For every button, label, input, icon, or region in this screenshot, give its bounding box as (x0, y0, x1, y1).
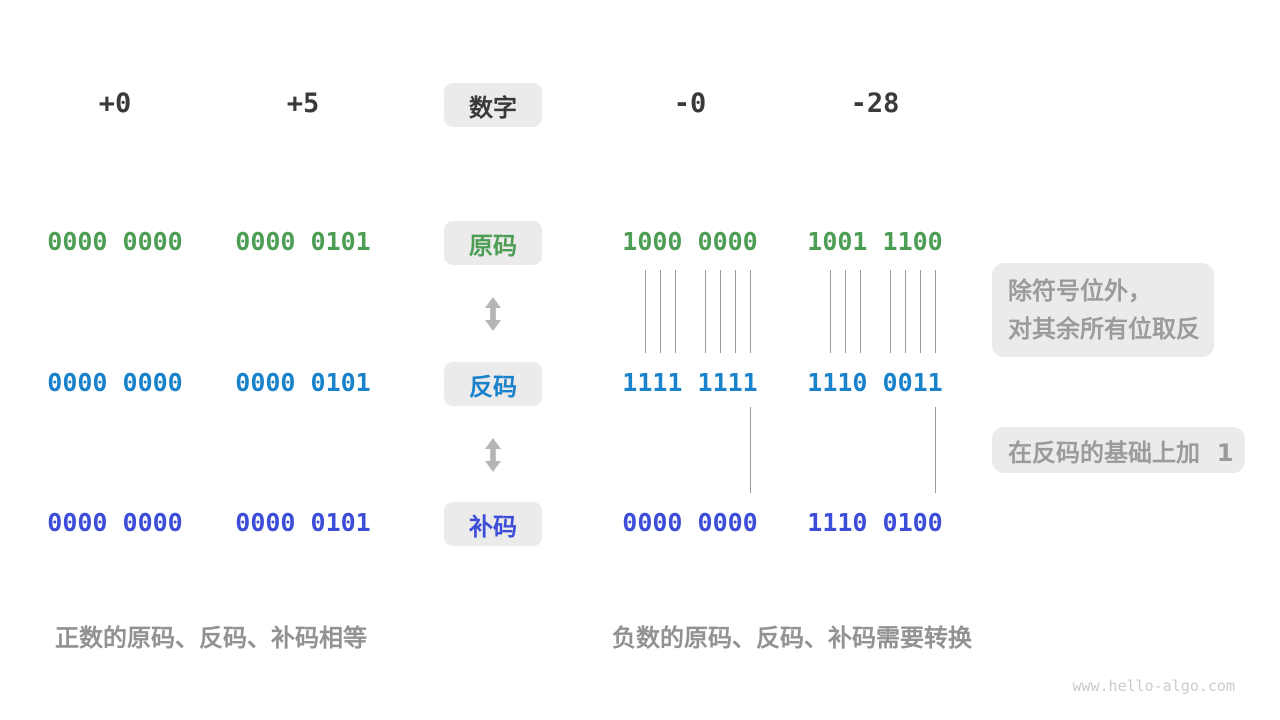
twos-complement-pos-five: 0000 0101 (235, 508, 371, 537)
twos-complement-neg-28: 1110 0100 (807, 508, 943, 537)
negative-numbers-caption: 负数的原码、反码、补码需要转换 (612, 624, 972, 652)
bit-connector-line (705, 270, 706, 353)
site-watermark: www.hello-algo.com (1072, 677, 1235, 695)
add-one-connector-line (750, 407, 751, 493)
updown-arrow-icon (485, 297, 501, 331)
positive-numbers-caption: 正数的原码、反码、补码相等 (55, 624, 367, 652)
number-neg-zero: -0 (673, 88, 707, 119)
invert-bits-note-line1: 除符号位外， (1008, 277, 1152, 305)
bit-connector-line (660, 270, 661, 353)
invert-bits-note-line2: 对其余所有位取反 (1008, 315, 1200, 343)
add-one-connector-line (935, 407, 936, 493)
bit-connector-line (845, 270, 846, 353)
ones-complement-pos-five: 0000 0101 (235, 368, 371, 397)
add-one-note: 在反码的基础上加 1 (992, 427, 1245, 473)
bit-connector-line (720, 270, 721, 353)
bit-connector-line (735, 270, 736, 353)
ones-complement-neg-zero: 1111 1111 (622, 368, 758, 397)
number-pos-five: +5 (286, 88, 320, 119)
bit-connector-line (860, 270, 861, 353)
ones-complement-pos-zero: 0000 0000 (47, 368, 183, 397)
sign-magnitude-neg-zero: 1000 0000 (622, 227, 758, 256)
bit-connector-line (935, 270, 936, 353)
sign-magnitude-pos-zero: 0000 0000 (47, 227, 183, 256)
sign-magnitude-neg-28: 1001 1100 (807, 227, 943, 256)
number-pos-zero: +0 (98, 88, 132, 119)
bit-connector-line (750, 270, 751, 353)
twos-complement-neg-zero: 0000 0000 (622, 508, 758, 537)
bit-connector-line (675, 270, 676, 353)
ones-complement-chip: 反码 (444, 362, 542, 406)
number-neg-28: -28 (850, 88, 900, 119)
bit-connector-line (890, 270, 891, 353)
sign-magnitude-chip: 原码 (444, 221, 542, 265)
ones-complement-neg-28: 1110 0011 (807, 368, 943, 397)
bit-connector-line (905, 270, 906, 353)
bit-connector-line (645, 270, 646, 353)
number-label-chip: 数字 (444, 83, 542, 127)
bit-connector-line (830, 270, 831, 353)
twos-complement-pos-zero: 0000 0000 (47, 508, 183, 537)
bit-connector-line (920, 270, 921, 353)
sign-magnitude-pos-five: 0000 0101 (235, 227, 371, 256)
updown-arrow-icon (485, 438, 501, 472)
invert-bits-note: 除符号位外， 对其余所有位取反 (992, 263, 1214, 357)
twos-complement-chip: 补码 (444, 502, 542, 546)
